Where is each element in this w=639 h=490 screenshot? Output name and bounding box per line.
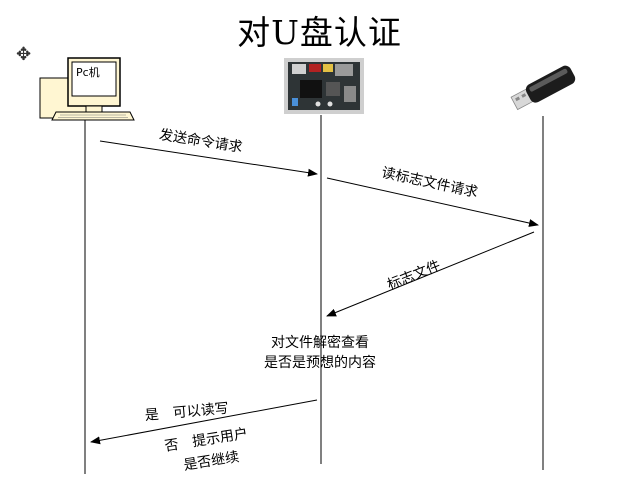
arrow-flag-file <box>326 231 535 317</box>
arrow-result <box>90 399 318 445</box>
usb-drive-icon <box>510 65 576 111</box>
arrow-send-command <box>99 140 318 177</box>
pc-label: Pc机 <box>76 66 100 79</box>
label-verify-line2: 是否是预想的内容 <box>264 355 376 371</box>
computer-icon <box>39 57 135 121</box>
arrow-read-flag-file <box>326 177 539 227</box>
label-verify-line1: 对文件解密查看 <box>271 335 369 351</box>
move-cursor-icon: ✥ <box>16 44 32 65</box>
circuit-board-icon <box>284 58 364 114</box>
diagram-title: 对U盘认证 <box>237 13 402 52</box>
